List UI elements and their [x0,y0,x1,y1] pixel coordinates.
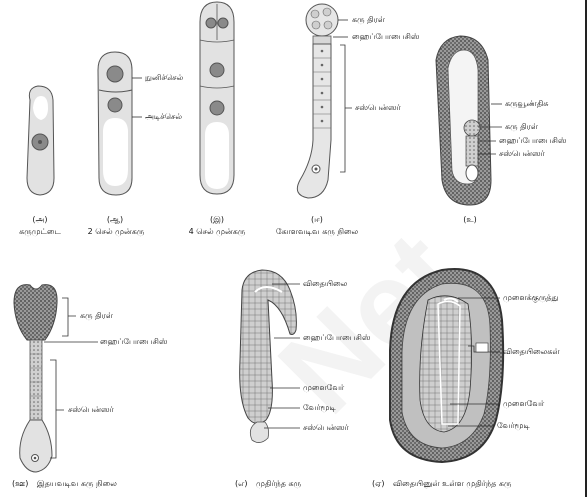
callout-cotyledons: விதையிலைகள் [503,347,560,357]
panel-e-caption-row: (எ) முதிர்ந்த கரு [235,479,345,489]
panel-a-caption: கருமுட்டை [12,227,68,237]
callout-plumule: முளைக்குருத்து [503,293,558,303]
heart-suspensor [30,340,42,420]
seed-embryo [420,296,472,432]
panel-i-caption: 4 செல் முன்கரு [177,227,257,237]
panel-uu-label: (ஊ) [12,479,28,488]
heart-basal-cell [20,420,52,472]
callout-suspensor-mature: சஸ்பென்ஸர் [303,423,349,433]
callout-radicle-seed: முளைவேர் [503,399,544,409]
callout-embryo-mass-globular: கரு திரள் [352,15,385,25]
panel-ee-label: (ஏ) [372,479,384,488]
panel-seed-drawing [390,269,503,462]
globular-hypophysis [313,36,331,44]
panel-four-cell-drawing [200,2,234,194]
globular-suspensor [297,44,331,198]
callout-apical-cell: நுனிச்செல் [145,73,183,83]
callout-root-cap-seed: வேர்மூடி [497,421,530,431]
mature-embryo-suspensor [250,422,268,443]
callout-hypophysis-mature: ஹைப்போபைசிஸ் [303,333,371,343]
callout-embryo-mass-heart: கரு திரள் [80,311,113,321]
panel-u-label: (உ) [450,215,490,225]
callout-hypophysis-heart: ஹைப்போபைசிஸ் [100,337,168,347]
panel-two-cell-drawing [98,52,142,195]
panel-aa-caption: 2 செல் முன்கரு [76,227,156,237]
callout-cotyledon: விதையிலை [303,279,347,289]
panel-aa-label: (ஆ) [90,215,140,225]
panel-globular-drawing [297,4,352,198]
callout-suspensor-globular: சஸ்பென்ஸர் [355,103,401,113]
panel-zygote-drawing [27,86,54,195]
panel-endosperm-drawing [436,36,502,205]
callout-suspensor-endosperm: சஸ்பென்ஸர் [499,149,545,159]
heart-proper [14,285,57,340]
callout-radicle-mature: முளைவேர் [303,383,344,393]
panel-ee-caption: விதையினுள் உள்ள முதிர்ந்த கரு [393,479,511,488]
panel-a-label: (அ) [15,215,65,225]
callout-basal-cell: அடிச்செல் [145,112,182,122]
callout-embryo-mass-endosperm: கரு திரள் [505,122,538,132]
panel-uu-caption-row: (ஊ) இதயவடிவ கரு நிலை [12,479,162,489]
callout-hypophysis-globular: ஹைப்போபைசிஸ் [352,32,420,42]
globular-proper [306,4,338,36]
callout-root-cap-mature: வேர்மூடி [303,403,336,413]
callout-suspensor-heart: சஸ்பென்ஸர் [68,405,114,415]
panel-e-caption: முதிர்ந்த கரு [256,479,301,488]
panel-ii-label: (ஈ) [292,215,342,225]
panel-ee-caption-row: (ஏ) விதையினுள் உள்ள முதிர்ந்த கரு [372,479,572,489]
panel-ii-caption: கோளவடிவ கரு நிலை [272,227,362,237]
callout-hypophysis-endosperm: ஹைப்போபைசிஸ் [499,136,567,146]
panel-e-label: (எ) [235,479,247,488]
panel-i-label: (இ) [192,215,242,225]
two-cell-vacuole [103,118,128,186]
callout-endosperm: கருவூண்திசு [505,99,549,109]
panel-uu-caption: இதயவடிவ கரு நிலை [37,479,117,488]
